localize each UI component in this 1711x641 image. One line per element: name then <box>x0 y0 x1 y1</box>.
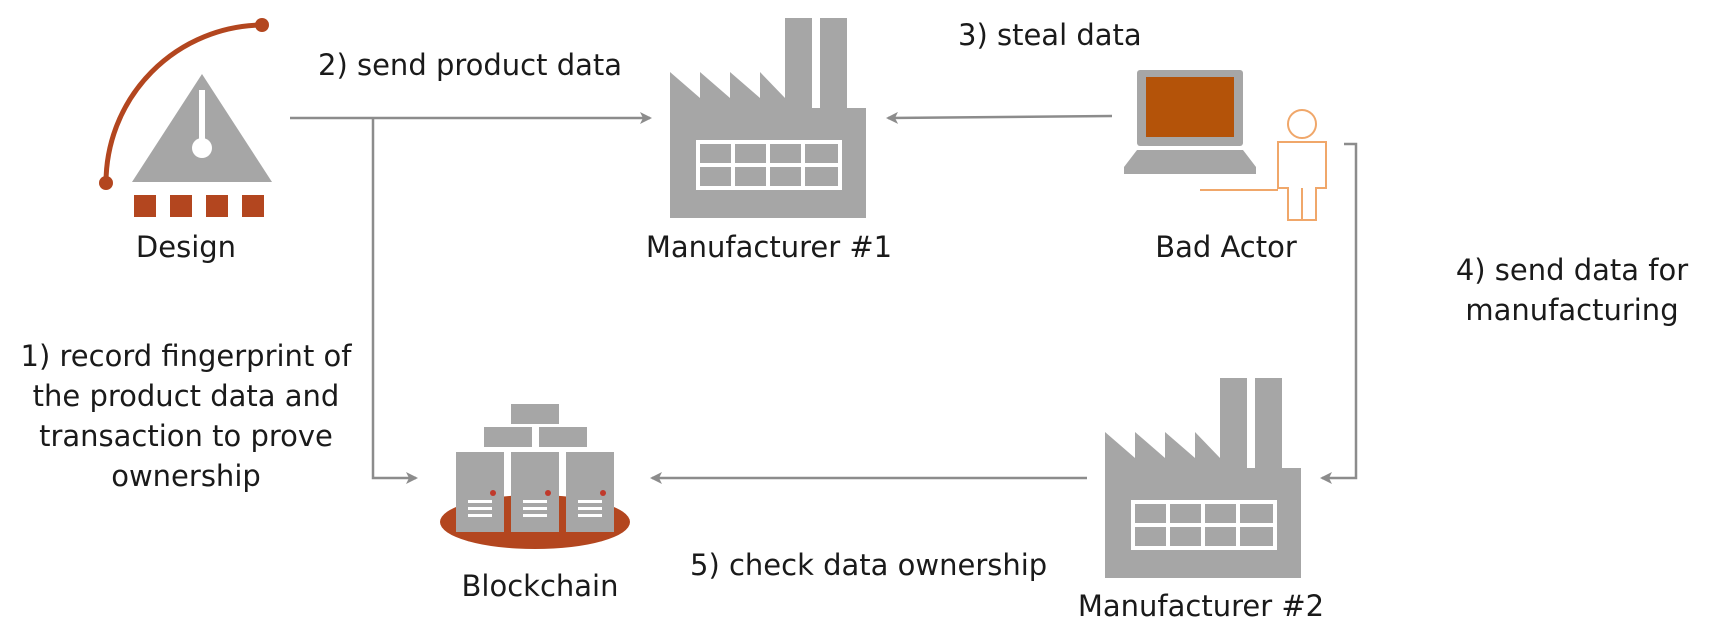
design-document-icon <box>99 18 272 217</box>
step-1-line-1: 1) record fingerprint of <box>20 339 352 373</box>
factory-icon-manufacturer-2 <box>1105 378 1301 578</box>
step-1-line-3: transaction to prove <box>39 419 333 453</box>
factory-icon-manufacturer-1 <box>670 18 866 218</box>
bad-actor-label: Bad Actor <box>1155 230 1297 264</box>
step-1-line-4: ownership <box>111 459 261 493</box>
manufacturer-1-label: Manufacturer #1 <box>645 230 893 264</box>
arrow-send-data-for-manufacturing <box>1320 142 1358 484</box>
step-4-label: 4) send data for manufacturing <box>1438 250 1706 330</box>
design-label: Design <box>135 230 237 264</box>
step-3-label: 3) steal data <box>958 18 1142 52</box>
manufacturer-2-label: Manufacturer #2 <box>1077 589 1325 623</box>
laptop-person-icon <box>1124 70 1327 221</box>
step-1-label: 1) record fingerprint of the product dat… <box>6 336 366 496</box>
arrow-record-fingerprint <box>371 118 418 484</box>
step-2-label: 2) send product data <box>318 48 623 82</box>
server-stack-icon <box>440 404 630 549</box>
arrow-steal-data <box>886 111 1113 124</box>
step-4-line-1: 4) send data for <box>1455 253 1689 287</box>
step-5-label: 5) check data ownership <box>690 548 1048 582</box>
step-4-line-2: manufacturing <box>1465 293 1679 327</box>
blockchain-label: Blockchain <box>461 569 619 603</box>
step-1-line-2: the product data and <box>32 379 340 413</box>
